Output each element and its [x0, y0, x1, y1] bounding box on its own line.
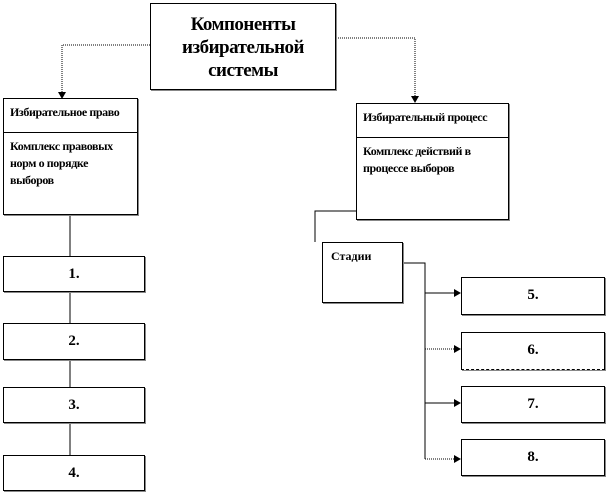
item-box-3: 3. [3, 387, 145, 423]
electoral-process-box: Избирательный процесс Комплекс действий … [356, 103, 509, 220]
arrow-head-icon [411, 96, 419, 103]
arrow-head-icon [454, 289, 461, 297]
electoral-law-header: Избирательное право [4, 99, 137, 133]
root-box: Компоненты избирательной системы [150, 3, 336, 90]
item-box-1: 1. [3, 256, 145, 292]
root-title: Компоненты избирательной системы [182, 14, 304, 81]
electoral-process-body: Комплекс действий в процессе выборов [363, 144, 471, 175]
connector-stages-trunk [403, 262, 426, 459]
item-box-2: 2. [3, 323, 145, 360]
electoral-process-header: Избирательный процесс [357, 104, 508, 138]
arrow-head-icon [454, 399, 461, 407]
stage-box-5: 5. [461, 277, 605, 315]
connector-root-right [336, 37, 416, 97]
arrow-head-icon [58, 92, 66, 99]
electoral-law-body: Комплекс правовых норм о порядке выборов [10, 139, 113, 187]
arrow-head-icon [454, 455, 461, 463]
electoral-law-box: Избирательное право Комплекс правовых но… [3, 98, 138, 215]
stage-box-6: 6. [461, 332, 605, 370]
stage-box-7: 7. [461, 386, 605, 423]
arrow-head-icon [454, 345, 461, 353]
stage-box-8: 8. [461, 439, 605, 476]
connector-root-left [61, 44, 150, 92]
stages-box: Стадии [322, 242, 403, 303]
item-box-4: 4. [3, 455, 145, 491]
connector-right-stages [314, 210, 356, 242]
stages-label: Стадии [331, 249, 372, 263]
